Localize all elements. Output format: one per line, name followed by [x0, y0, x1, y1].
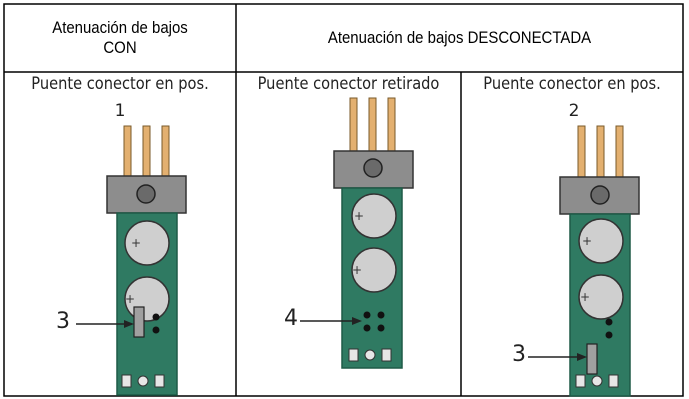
caption-col-1: Puente conector en pos. — [31, 74, 209, 94]
jumper — [586, 343, 598, 375]
svg-text:+: + — [352, 263, 362, 277]
caption-col-3: Puente conector en pos. — [483, 74, 661, 94]
table-grid — [3, 3, 684, 397]
header-attenuation-off: Atenuación de bajos DESCONECTADA — [263, 4, 656, 72]
connector-hole — [590, 185, 610, 205]
callout-arrow — [124, 320, 134, 328]
capacitor-1 — [124, 220, 170, 266]
connector-hole — [363, 158, 383, 178]
caption-col-2: Puente conector retirado — [257, 74, 440, 94]
jumper-pins — [363, 311, 385, 332]
svg-text:+: + — [582, 234, 592, 248]
header-attenuation-on: Atenuación de bajos CON — [18, 4, 222, 72]
callout-arrow — [577, 353, 587, 361]
board-pads — [575, 374, 619, 388]
jumper-pins — [152, 313, 160, 334]
capacitor-1 — [351, 193, 397, 239]
callout-label-jumper-col-1: 3 — [56, 309, 70, 334]
callout-label-pins-col-2: 4 — [284, 306, 298, 331]
callout-arrow — [352, 317, 362, 325]
svg-text:+: + — [580, 290, 590, 304]
header-pins — [349, 97, 396, 154]
capacitor-2 — [351, 247, 397, 293]
board-pads — [348, 348, 392, 362]
svg-text:+: + — [131, 236, 141, 250]
board-position-1: + + — [76, 125, 187, 396]
capacitor-2 — [578, 274, 624, 320]
board-position-2: + + — [528, 125, 640, 397]
callout-label-jumper-col-3: 3 — [512, 342, 526, 367]
position-label-1: 1 — [114, 101, 126, 121]
header-pins — [123, 125, 170, 179]
jumper — [133, 306, 145, 338]
board-pads — [121, 374, 165, 388]
position-label-2: 2 — [568, 101, 580, 121]
header-pins — [577, 125, 624, 179]
header-left-line-1: Atenuación de bajos — [52, 18, 188, 37]
capacitor-1 — [578, 218, 624, 264]
jumper-pins — [605, 318, 613, 339]
header-right-text: Atenuación de bajos DESCONECTADA — [327, 28, 592, 47]
svg-text:+: + — [354, 209, 364, 223]
header-left-line-2: CON — [103, 38, 137, 57]
svg-text:+: + — [125, 292, 135, 306]
connector-hole — [136, 184, 156, 204]
board-removed: + + — [300, 97, 414, 369]
